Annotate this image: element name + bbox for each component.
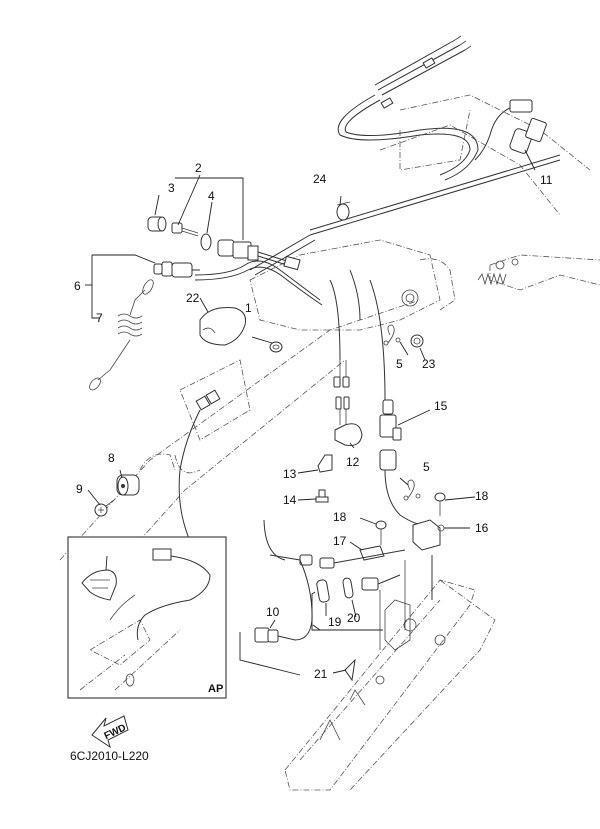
callout-1: 1 bbox=[245, 301, 252, 315]
part-10-switch bbox=[254, 559, 313, 643]
part-15-connector bbox=[379, 399, 426, 526]
part-11-main-harness-connector bbox=[474, 99, 547, 161]
part-21-gasket bbox=[344, 658, 356, 682]
callout-8: 8 bbox=[108, 451, 115, 465]
inset-label: AP bbox=[208, 683, 223, 695]
callout-7: 7 bbox=[96, 311, 103, 325]
part-7-lanyard bbox=[89, 279, 154, 391]
part-17-bracket bbox=[359, 545, 385, 561]
inset-ap-variant: AP bbox=[67, 536, 227, 699]
leader-lines bbox=[85, 149, 536, 676]
part-3-cap bbox=[147, 216, 167, 232]
bottom-cover-outline bbox=[284, 579, 496, 791]
tiller-connectors bbox=[178, 389, 221, 561]
part-4-o-ring bbox=[200, 233, 212, 251]
callout-14: 14 bbox=[283, 493, 297, 507]
callout-3: 3 bbox=[168, 181, 175, 195]
callout-21: 21 bbox=[314, 667, 328, 681]
part-12-sensor bbox=[333, 360, 363, 446]
part-2-key bbox=[171, 222, 199, 237]
part-14-bolt bbox=[315, 489, 329, 503]
callout-2: 2 bbox=[195, 161, 202, 175]
spring bbox=[477, 272, 507, 286]
callout-4: 4 bbox=[208, 189, 215, 203]
part-19-grommet bbox=[316, 579, 330, 603]
part-6-engine-stop-switch bbox=[153, 261, 200, 278]
throttle-cables bbox=[337, 35, 479, 181]
part-5-clip-upper bbox=[383, 324, 401, 346]
part-9-screw bbox=[94, 499, 115, 517]
callout-18-right: 18 bbox=[475, 489, 489, 503]
callout-22: 22 bbox=[186, 291, 200, 305]
callout-18-middle: 18 bbox=[333, 510, 347, 524]
callout-5-lower: 5 bbox=[423, 460, 430, 474]
part-18-screw-right bbox=[434, 492, 446, 516]
part-18-screw-middle bbox=[375, 520, 387, 545]
wire-harness bbox=[194, 154, 561, 401]
part-5-clip-lower bbox=[403, 479, 421, 501]
part-8-collar bbox=[116, 474, 140, 496]
part-24-clamp bbox=[336, 201, 351, 221]
part-2-main-switch bbox=[217, 239, 301, 271]
callout-24: 24 bbox=[313, 172, 327, 186]
part-16-relay bbox=[412, 519, 445, 551]
steering-bracket-outline bbox=[249, 94, 600, 331]
callout-15: 15 bbox=[434, 399, 448, 413]
callout-labels: 2 3 4 6 7 22 1 24 11 5 23 15 12 13 14 5 … bbox=[74, 161, 553, 681]
callout-13: 13 bbox=[283, 467, 297, 481]
callout-16: 16 bbox=[475, 521, 489, 535]
part-1-clip bbox=[269, 341, 283, 353]
diagram-code: 6CJ2010-L220 bbox=[70, 749, 149, 763]
part-22-grip-cover bbox=[199, 307, 246, 346]
callout-12: 12 bbox=[346, 455, 360, 469]
callout-19: 19 bbox=[328, 615, 342, 629]
callout-9: 9 bbox=[76, 482, 83, 496]
wiring-connectors-mid bbox=[263, 519, 406, 650]
callout-6: 6 bbox=[74, 279, 81, 293]
fwd-direction-arrow: FWD bbox=[91, 715, 129, 749]
callout-5-upper: 5 bbox=[396, 357, 403, 371]
callout-10: 10 bbox=[266, 605, 280, 619]
part-25-switch-cover bbox=[81, 569, 117, 601]
callout-20: 20 bbox=[347, 611, 361, 625]
part-23-nut bbox=[410, 334, 424, 348]
callout-23: 23 bbox=[422, 357, 436, 371]
part-13-bracket bbox=[317, 454, 333, 473]
callout-17: 17 bbox=[333, 534, 347, 548]
part-20-grommet bbox=[342, 577, 354, 599]
callout-11: 11 bbox=[540, 173, 553, 187]
